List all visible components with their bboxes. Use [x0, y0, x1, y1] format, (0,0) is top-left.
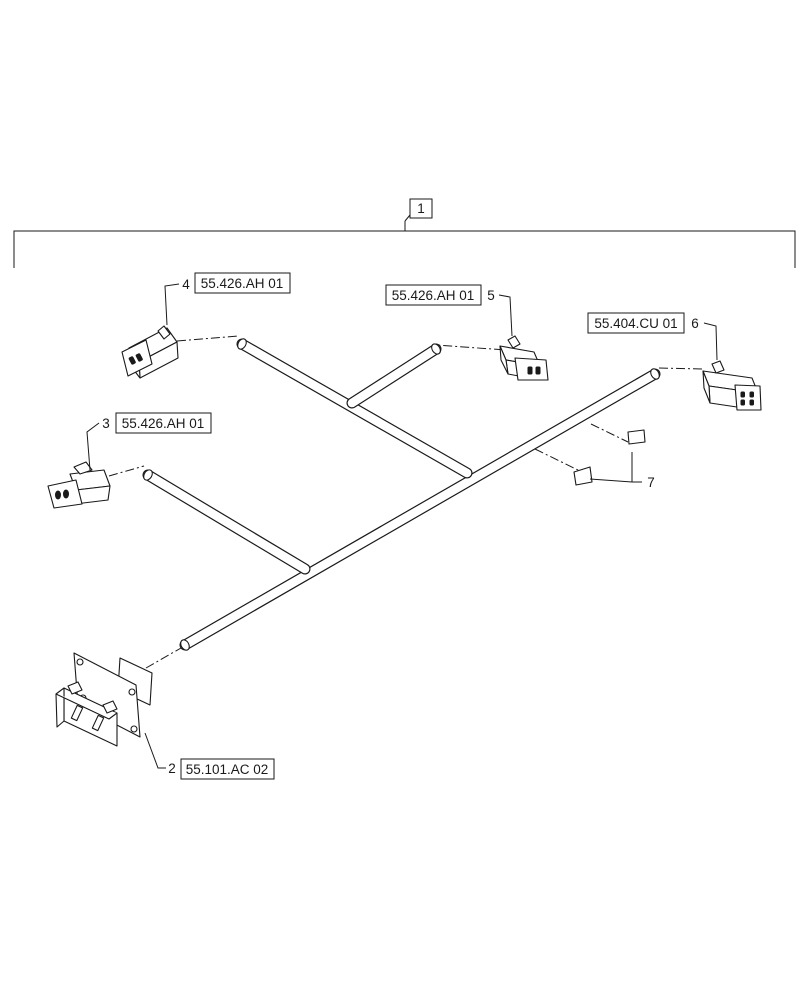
- harness-wires: [142, 338, 661, 651]
- item-6-ref: 55.404.CU 01: [594, 316, 677, 331]
- callout-7: 7: [589, 452, 655, 490]
- item-3-number: 3: [102, 416, 110, 431]
- item-4-number: 4: [182, 277, 190, 292]
- item-4-ref-box[interactable]: [194, 272, 291, 294]
- callout-3: 3 55.426.AH 01: [86, 412, 212, 471]
- item-5-ref-box[interactable]: [385, 284, 482, 306]
- connector-3[interactable]: [47, 461, 111, 509]
- item-4-ref: 55.426.AH 01: [201, 276, 284, 291]
- item-6-ref-box[interactable]: [587, 312, 685, 334]
- callout-6: 6 55.404.CU 01: [587, 312, 718, 361]
- item-2-ref-box[interactable]: [180, 758, 275, 780]
- item-7-number: 7: [647, 475, 655, 490]
- item-5-ref: 55.426.AH 01: [392, 288, 475, 303]
- label-tags-7[interactable]: [573, 429, 646, 486]
- connector-5[interactable]: [499, 335, 549, 381]
- item-2-ref: 55.101.AC 02: [186, 762, 269, 777]
- item-6-number: 6: [691, 316, 699, 331]
- item-1-number: 1: [417, 201, 425, 216]
- connector-4[interactable]: [121, 325, 179, 379]
- callout-4: 4 55.426.AH 01: [164, 272, 291, 326]
- item-3-ref: 55.426.AH 01: [122, 416, 205, 431]
- assembly-lines: [108, 335, 703, 669]
- item-2-number: 2: [168, 761, 176, 776]
- assembly-bracket: 1: [13, 198, 796, 268]
- callout-2: 2 55.101.AC 02: [144, 732, 275, 780]
- connector-2[interactable]: [55, 652, 153, 747]
- item-3-ref-box[interactable]: [115, 412, 212, 434]
- connector-6[interactable]: [702, 360, 762, 411]
- item-5-number: 5: [487, 288, 495, 303]
- item-1-box[interactable]: [409, 198, 433, 219]
- callout-5: 5 55.426.AH 01: [385, 284, 513, 337]
